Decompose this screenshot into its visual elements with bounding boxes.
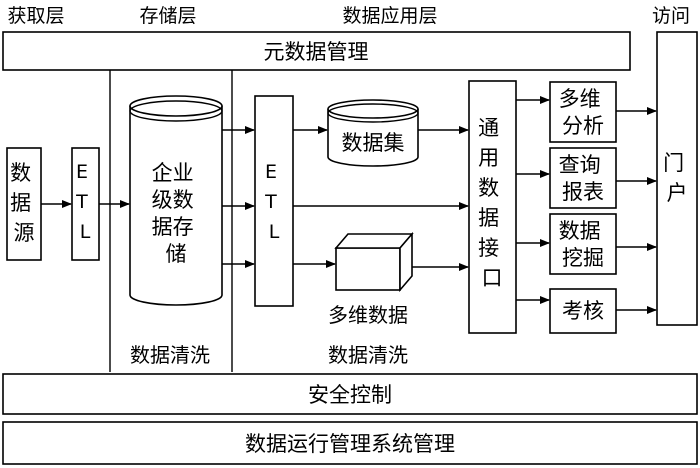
etl-box-2 <box>254 95 294 307</box>
portal-box <box>656 31 698 326</box>
header-storage-layer: 存储层 <box>139 5 196 27</box>
header-application-layer: 数据应用层 <box>342 5 437 27</box>
assessment-label: 考核 <box>562 299 604 323</box>
etl-label-1: E T L <box>75 161 94 243</box>
data-mining-label: 数据 挖掘 <box>559 219 608 270</box>
olap-analysis-label: 多维 分析 <box>559 87 608 138</box>
metadata-management-bar <box>2 31 631 71</box>
security-control-label: 安全控制 <box>308 383 392 407</box>
data-cleaning-label-application: 数据清洗 <box>328 343 408 367</box>
dataset-cylinder <box>327 99 419 167</box>
olap-analysis-box <box>549 81 617 143</box>
metadata-management-label: 元数据管理 <box>264 40 369 64</box>
operations-management-bar <box>2 421 698 465</box>
header-access-layer: 访问 <box>652 5 690 27</box>
query-report-label: 查询 报表 <box>559 153 608 204</box>
dataset-label: 数据集 <box>342 131 405 155</box>
data-source-box <box>6 147 42 261</box>
query-report-box <box>549 147 617 209</box>
data-cleaning-label-storage: 数据清洗 <box>130 343 210 367</box>
data-mining-box <box>549 213 617 275</box>
common-data-interface-box <box>468 80 517 334</box>
multidimensional-data-label: 多维数据 <box>328 303 408 327</box>
enterprise-warehouse-cylinder <box>129 95 223 306</box>
assessment-box <box>549 288 617 334</box>
header-acquisition-layer: 获取层 <box>7 5 64 27</box>
enterprise-warehouse-label: 企业 级数 据存 储 <box>152 161 201 266</box>
common-data-interface-label: 通 用 数 据 接 口 <box>478 116 506 290</box>
security-control-bar <box>2 373 698 415</box>
multidimensional-data-cube <box>334 231 414 293</box>
etl-label-2: E T L <box>264 161 283 243</box>
operations-management-label: 数据运行管理系统管理 <box>245 432 455 456</box>
data-source-label: 数 据 源 <box>10 161 38 245</box>
portal-label: 门 户 <box>663 151 691 205</box>
